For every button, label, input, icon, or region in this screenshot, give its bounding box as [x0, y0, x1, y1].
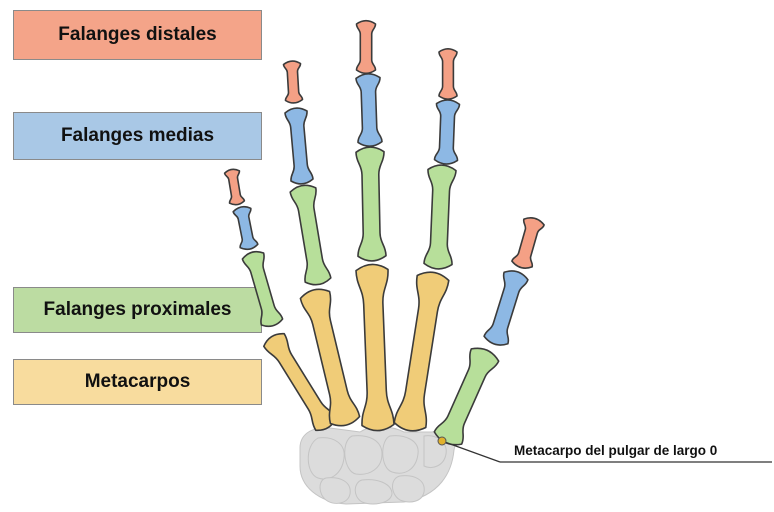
carpal-bones [300, 427, 455, 504]
thumb-proximal-phalanx [434, 348, 498, 444]
middle-proximal-phalanx [356, 147, 386, 261]
thumb-metacarpal-marker [438, 437, 446, 445]
little-distal-phalanx [225, 169, 245, 204]
index-distal-phalanx [439, 49, 457, 99]
middle-middle-phalanx [356, 74, 382, 146]
thumb-middle-phalanx [484, 271, 528, 345]
index-middle-phalanx [435, 100, 460, 164]
thumb-distal-phalanx [512, 218, 544, 268]
ring-proximal-phalanx [290, 185, 331, 284]
callout-label: Metacarpo del pulgar de largo 0 [514, 443, 717, 458]
index-proximal-phalanx [424, 165, 456, 269]
ring-middle-phalanx [285, 108, 313, 184]
middle-metacarpal [356, 264, 394, 430]
little-middle-phalanx [233, 207, 258, 250]
ring-distal-phalanx [284, 61, 303, 103]
index-metacarpal [394, 272, 449, 431]
little-proximal-phalanx [242, 252, 282, 327]
finger-bones [225, 21, 544, 445]
middle-distal-phalanx [357, 21, 376, 74]
